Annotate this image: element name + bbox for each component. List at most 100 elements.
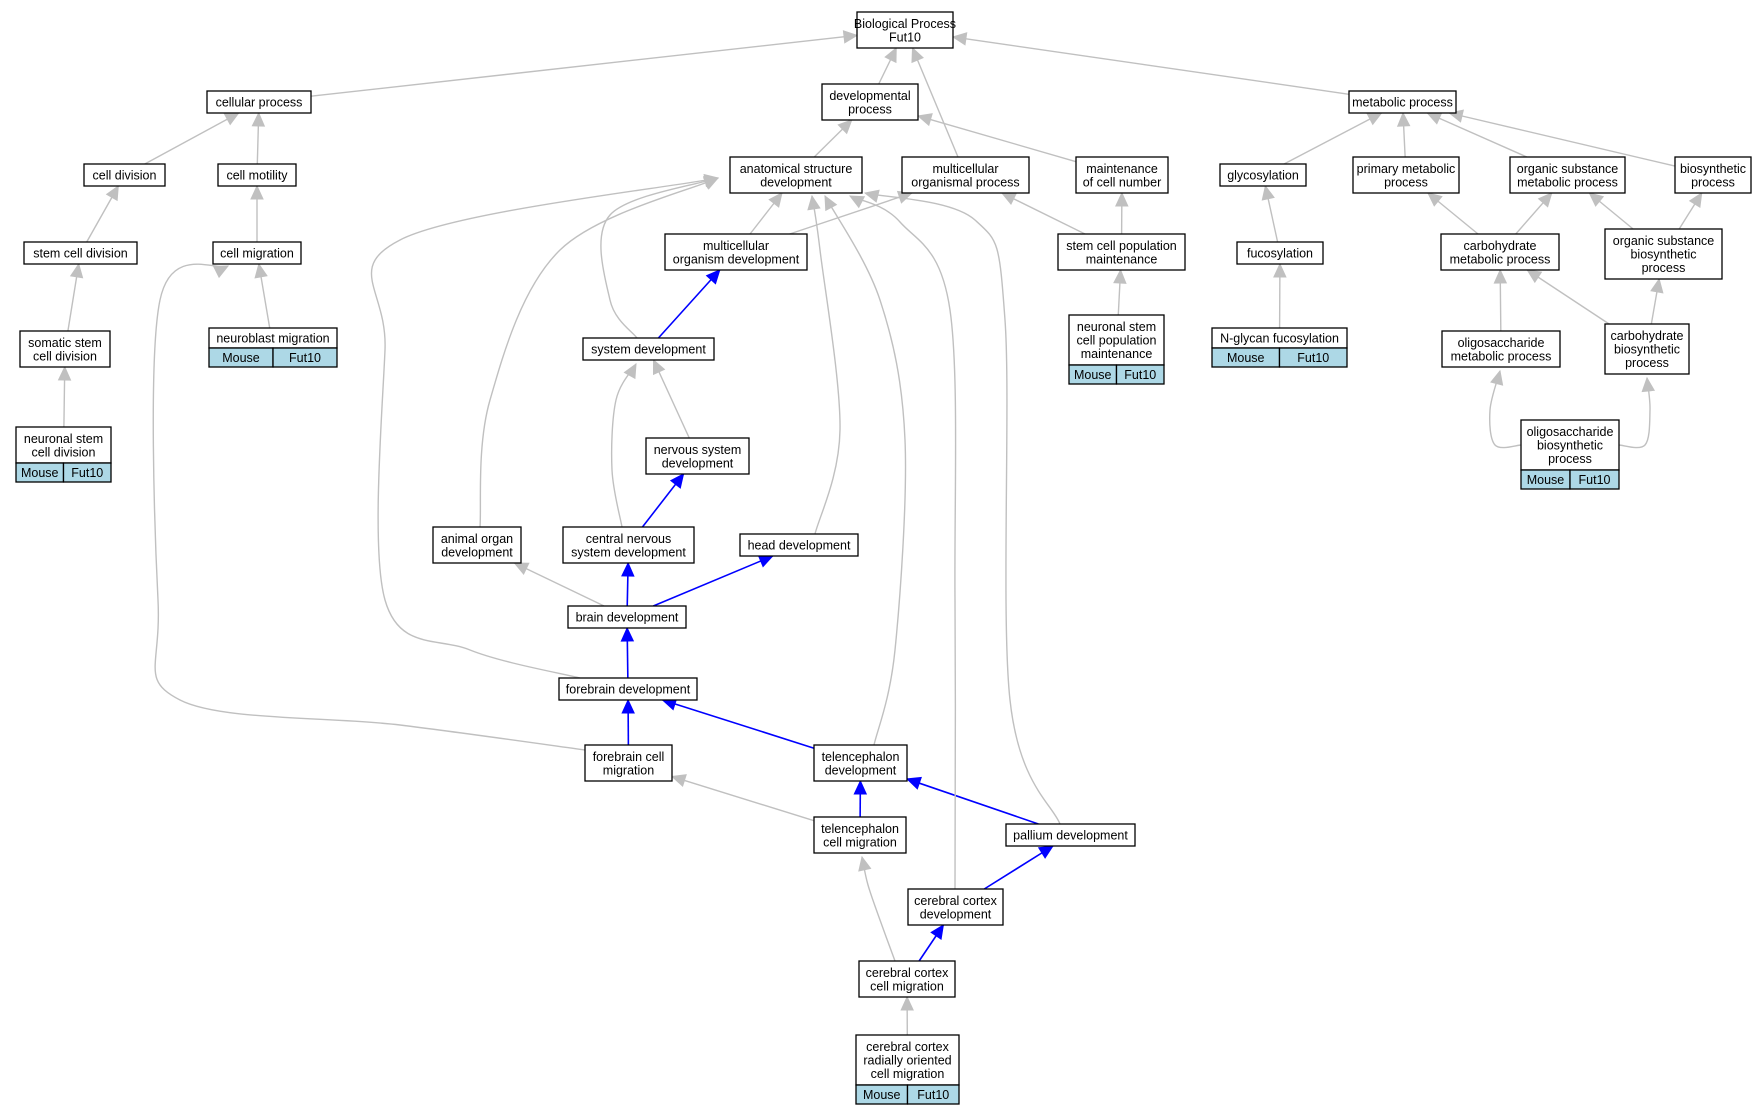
edge-ccradial-to-cccellmig-arrowhead [900, 995, 914, 1011]
edge-nsdiv-to-somdiv-arrowhead [57, 365, 72, 381]
term-label-line: maintenance [1081, 347, 1153, 361]
edge-celldiv-to-cellproc [144, 112, 240, 165]
term-label-line: carbohydrate [1464, 239, 1537, 253]
edge-orgsubmet-to-metproc-arrowhead [1426, 112, 1443, 125]
species-label: Mouse [21, 466, 59, 480]
edge-sysdev-to-multiorgdev [657, 269, 721, 339]
edge-cellproc-to-bp-arrowhead [842, 30, 859, 44]
term-label-line: biosynthetic [1614, 343, 1680, 357]
edge-cellmig-to-cellmot-arrowhead [250, 184, 264, 200]
term-label-line: radially oriented [863, 1054, 951, 1068]
edge-fbcellmig-to-forebrain [621, 698, 635, 746]
edge-multiorgdev-to-multiproc [789, 190, 913, 235]
edge-biosyn-to-metproc-line [1449, 112, 1676, 167]
edge-metproc-to-bp [951, 32, 1350, 95]
term-label-line: anatomical structure [740, 162, 853, 176]
gene-cell [1115, 364, 1165, 385]
edge-oligomet-to-carbmet-arrowhead [1493, 268, 1508, 284]
edge-ccdev-to-anatdev-line [849, 195, 957, 890]
term-box [1352, 156, 1460, 194]
edge-palldev-to-anatdev-line [864, 192, 1061, 825]
go-term-celldiv: cell division [83, 163, 166, 187]
term-label-line: Biological Process [854, 17, 956, 31]
term-label-line: cell division [33, 349, 97, 363]
edge-teldev-to-forebrain-line [662, 699, 815, 749]
term-label-line: cellular process [216, 96, 303, 110]
term-box [1057, 233, 1186, 271]
edge-primmet-to-metproc [1396, 111, 1411, 158]
edge-devproc-to-bp-arrowhead [884, 46, 897, 64]
term-label-line: development [825, 763, 897, 777]
term-label-line: organic substance [1517, 162, 1619, 176]
term-label-line: metabolic process [1450, 252, 1551, 266]
edge-palldev-to-anatdev-arrowhead [863, 189, 880, 203]
edge-palldev-to-anatdev [863, 189, 1061, 825]
term-label-line: cell migration [823, 835, 897, 849]
edge-cccellmig-to-telcellmig-arrowhead [858, 855, 872, 872]
edge-glyco-to-metproc-arrowhead [1366, 112, 1383, 126]
edge-oligobio-to-carbbio-line [1618, 377, 1651, 449]
edge-carbbio-to-carbmet-arrowhead [1526, 269, 1543, 284]
term-label-line: cerebral cortex [914, 894, 997, 908]
term-label-line: cell motility [226, 169, 288, 183]
edge-carbbio-to-carbmet [1526, 269, 1610, 325]
term-label-line: maintenance [1086, 162, 1158, 176]
term-label-line: metabolic process [1451, 349, 1552, 363]
edge-telcellmig-to-teldev [853, 779, 868, 818]
gene-label: Fut10 [1579, 473, 1611, 487]
term-box [432, 526, 522, 564]
term-label-line: process [1642, 261, 1686, 275]
species-label: Mouse [222, 351, 260, 365]
edge-fbcellmig-to-cellmig [152, 263, 586, 751]
term-label-line: system development [591, 343, 706, 357]
gene-cell [1569, 469, 1620, 490]
edge-orgsubbio-to-orgsubmet-arrowhead [1588, 192, 1605, 207]
term-label-line: biosynthetic [1630, 248, 1696, 262]
edge-carbmet-to-primmet-arrowhead [1427, 192, 1443, 207]
edge-fbcellmig-to-forebrain-arrowhead [621, 698, 635, 714]
term-label-line: metabolic process [1517, 175, 1618, 189]
edge-multiorgdev-to-multiproc-line [789, 192, 913, 235]
term-label-line: fucosylation [1247, 247, 1313, 261]
edge-maintcell-to-devproc-arrowhead [916, 113, 933, 127]
edge-carbbio-to-orgsubbio-arrowhead [1650, 277, 1664, 294]
edge-multiproc-to-bp [911, 46, 959, 158]
edge-orgsubbio-to-biosyn-arrowhead [1688, 191, 1703, 209]
gene-label: Fut10 [917, 1088, 949, 1102]
edge-telcellmig-to-fbcellmig [670, 774, 815, 822]
edge-teldev-to-anatdev [824, 194, 907, 746]
term-label-line: biosynthetic [1680, 162, 1746, 176]
term-box [558, 677, 698, 701]
edge-glyco-to-metproc-line [1283, 112, 1382, 165]
term-label-line: stem cell population [1066, 239, 1177, 253]
go-term-cellproc: cellular process [206, 90, 312, 114]
term-label-line: cell division [93, 169, 157, 183]
edge-braindev-to-cnsdev [621, 561, 635, 607]
term-box [1075, 156, 1169, 194]
edge-somdiv-to-stemdiv-arrowhead [69, 262, 84, 279]
edge-ccdev-to-anatdev-arrowhead [848, 195, 866, 209]
term-label-line: process [1384, 175, 1428, 189]
edge-ccradial-to-cccellmig [900, 995, 914, 1036]
term-label-line: cell population [1077, 334, 1157, 348]
gene-label: Fut10 [1124, 368, 1156, 382]
term-box [855, 1034, 960, 1086]
edge-nsmaint-to-stempop-arrowhead [1113, 268, 1127, 284]
term-box [729, 156, 863, 194]
edge-carbbio-to-orgsubbio [1650, 277, 1664, 325]
term-label-line: development [662, 456, 734, 470]
term-label-line: cell migration [870, 979, 944, 993]
edge-cellmig-to-cellmot [250, 184, 264, 242]
term-label-line: organism development [673, 252, 800, 266]
edge-ccdev-to-anatdev [848, 195, 957, 890]
edge-devproc-to-bp [878, 46, 897, 85]
edge-forebrain-to-anatdev-line [370, 177, 719, 679]
